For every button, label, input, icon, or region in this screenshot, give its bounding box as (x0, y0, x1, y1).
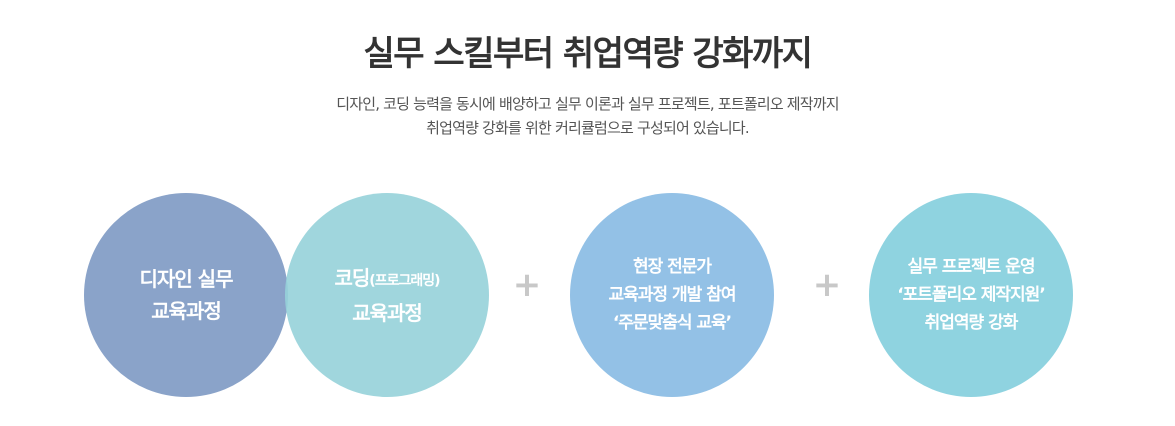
project-circle-line-1: 실무 프로젝트 운영 (907, 257, 1036, 277)
expert-circle-line-1: 현장 전문가 (632, 257, 712, 277)
plus-icon: + (812, 265, 842, 305)
expert-curriculum-circle: 현장 전문가 교육과정 개발 참여 ‘주문맞춤식 교육’ (570, 193, 774, 397)
design-circle-line-2: 교육과정 (151, 299, 222, 323)
description-line-1: 디자인, 코딩 능력을 동시에 배양하고 실무 이론과 실무 프로젝트, 포트폴… (336, 95, 839, 113)
project-portfolio-circle: 실무 프로젝트 운영 ‘포트폴리오 제작지원’ 취업역량 강화 (869, 193, 1073, 397)
coding-circle: 코딩(프로그래밍) 교육과정 (285, 193, 489, 397)
design-practice-circle: 디자인 실무 교육과정 (84, 193, 288, 397)
description-line-2: 취업역량 강화를 위한 커리큘럼으로 구성되어 있습니다. (426, 119, 750, 137)
expert-circle-line-2: 교육과정 개발 참여 (608, 285, 737, 305)
project-circle-line-2: ‘포트폴리오 제작지원’ (897, 285, 1046, 305)
project-circle-line-3: 취업역량 강화 (924, 313, 1019, 333)
coding-circle-line-1: 코딩(프로그래밍) (334, 262, 440, 297)
page-description: 디자인, 코딩 능력을 동시에 배양하고 실무 이론과 실무 프로젝트, 포트폴… (0, 92, 1175, 140)
plus-icon: + (512, 265, 542, 305)
coding-circle-label: 코딩 (334, 265, 370, 290)
coding-circle-line-2: 교육과정 (352, 300, 423, 325)
expert-circle-line-3: ‘주문맞춤식 교육’ (612, 313, 732, 333)
design-circle-line-1: 디자인 실무 (139, 267, 234, 291)
coding-circle-suffix: (프로그래밍) (369, 272, 440, 289)
page-title: 실무 스킬부터 취업역량 강화까지 (363, 34, 813, 74)
